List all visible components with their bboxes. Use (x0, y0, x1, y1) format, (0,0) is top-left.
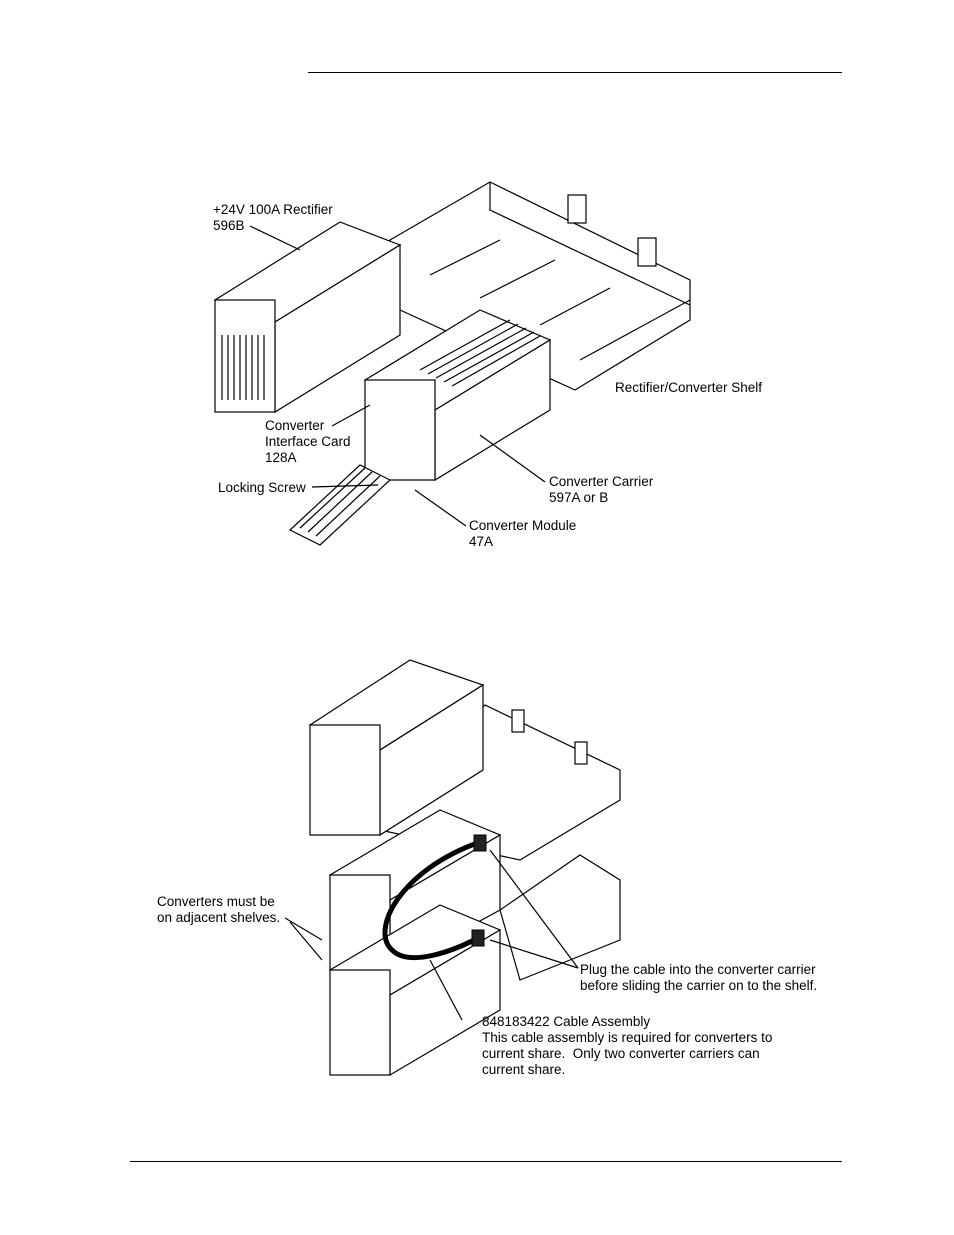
cable-label-line3: current share. Only two converter carrie… (482, 1046, 760, 1061)
shelf-assembly-drawing (213, 181, 691, 546)
shelf-label: Rectifier/Converter Shelf (615, 380, 763, 395)
cable-label-line1: 848183422 Cable Assembly (482, 1014, 651, 1029)
cable-label-line2: This cable assembly is required for conv… (482, 1030, 773, 1045)
cable-label-line4: current share. (482, 1062, 566, 1077)
interface-label-line1: Converter (265, 418, 325, 433)
module-label-line1: Converter Module (469, 518, 577, 533)
interface-label-line3: 128A (265, 450, 297, 465)
rectifier-label-line1: +24V 100A Rectifier (213, 202, 333, 217)
footer-rule (130, 1161, 842, 1162)
plug-label-line1: Plug the cable into the converter carrie… (580, 962, 816, 977)
cable-assembly (382, 839, 481, 961)
shelf-bracket (567, 194, 587, 224)
lower-shelf (499, 854, 621, 981)
carrier-heatsink (419, 319, 541, 387)
plug-label-line2: before sliding the carrier on to the she… (580, 978, 818, 993)
leader-carrier (479, 434, 546, 483)
module-label-line2: 47A (469, 534, 494, 549)
leader-locking-screw (311, 484, 379, 488)
leader-rectifier (249, 225, 301, 251)
header-rule (308, 72, 842, 73)
locking-screw-label: Locking Screw (218, 480, 306, 495)
carrier-label-line2: 597A or B (549, 490, 609, 505)
leader-cable (429, 959, 463, 1021)
rectifier-vents (221, 335, 265, 400)
carrier-front (364, 379, 436, 481)
stacked-shelves-drawing (284, 659, 621, 1077)
leader-plug-2 (489, 939, 579, 969)
figure-rectifier-converter-shelf: +24V 100A Rectifier 596B Rectifier/Conve… (0, 150, 954, 580)
leader-interface (331, 404, 371, 427)
shelf-bracket-2 (637, 237, 657, 267)
interface-label-line2: Interface Card (265, 434, 351, 449)
adjacent-label-line2: on adjacent shelves. (157, 910, 281, 925)
lower-carrier-front (329, 969, 391, 1076)
leader-plug-1 (489, 849, 579, 969)
rectifier-label-line2: 596B (213, 218, 245, 233)
carrier-label-line1: Converter Carrier (549, 474, 654, 489)
leader-adjacent-2 (289, 921, 323, 961)
figure-adjacent-shelves: Converters must be on adjacent shelves. … (0, 650, 954, 1110)
upper-rectifier-front (309, 724, 381, 836)
rectifier-front (214, 299, 276, 413)
adjacent-label-line1: Converters must be (157, 894, 275, 909)
leader-module (414, 489, 467, 527)
converter-module-drawer (288, 464, 392, 546)
leader-adjacent-1 (284, 917, 323, 941)
